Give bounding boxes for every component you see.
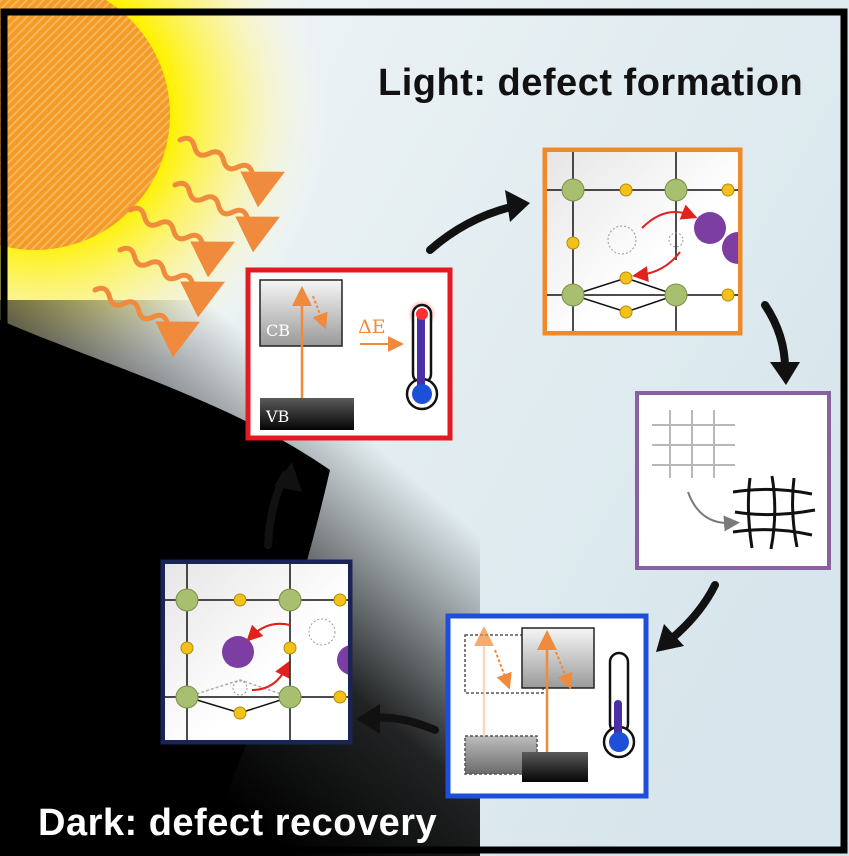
light-heading: Light: defect formation [378, 62, 804, 104]
cycle-arrowhead-to-distortion [770, 362, 800, 385]
cycle-arrowhead-to-relaxation [656, 624, 684, 652]
photon-wave-4 [117, 245, 225, 318]
cycle-arrowhead-to-formation [505, 190, 530, 222]
dark-heading: Dark: defect recovery [38, 802, 438, 844]
conduction-band-label: CB [266, 321, 290, 340]
figure-frame [0, 8, 848, 854]
photon-wave-1 [177, 135, 285, 208]
hot-thermometer-icon [405, 300, 439, 411]
cycle-arrowhead-to-recovery [356, 704, 380, 734]
cycle-arrow-to-relaxation [666, 581, 719, 644]
photon-wave-3 [127, 205, 235, 278]
photon-wave-2 [172, 180, 280, 253]
cycle-arrow-to-distortion [761, 301, 789, 372]
photon-wave-5 [92, 285, 200, 358]
defect-formation-panel [542, 147, 743, 336]
energy-label: ΔE [358, 316, 386, 338]
relaxation-panel [445, 613, 649, 799]
regular-grid [652, 410, 735, 478]
excitation-panel: CB VB ΔE [245, 267, 453, 441]
cool-thermometer-icon [602, 651, 636, 759]
lattice-distortion-panel [635, 391, 831, 570]
distorted-grid [732, 475, 816, 550]
valence-band [260, 398, 354, 430]
valence-band-label: VB [265, 407, 289, 426]
sun [0, 0, 170, 250]
photon-waves [92, 135, 285, 358]
cycle-arrowheads [274, 190, 800, 734]
defect-recovery-panel [160, 559, 353, 745]
cycle-arrowhead-to-excitation [274, 462, 302, 492]
